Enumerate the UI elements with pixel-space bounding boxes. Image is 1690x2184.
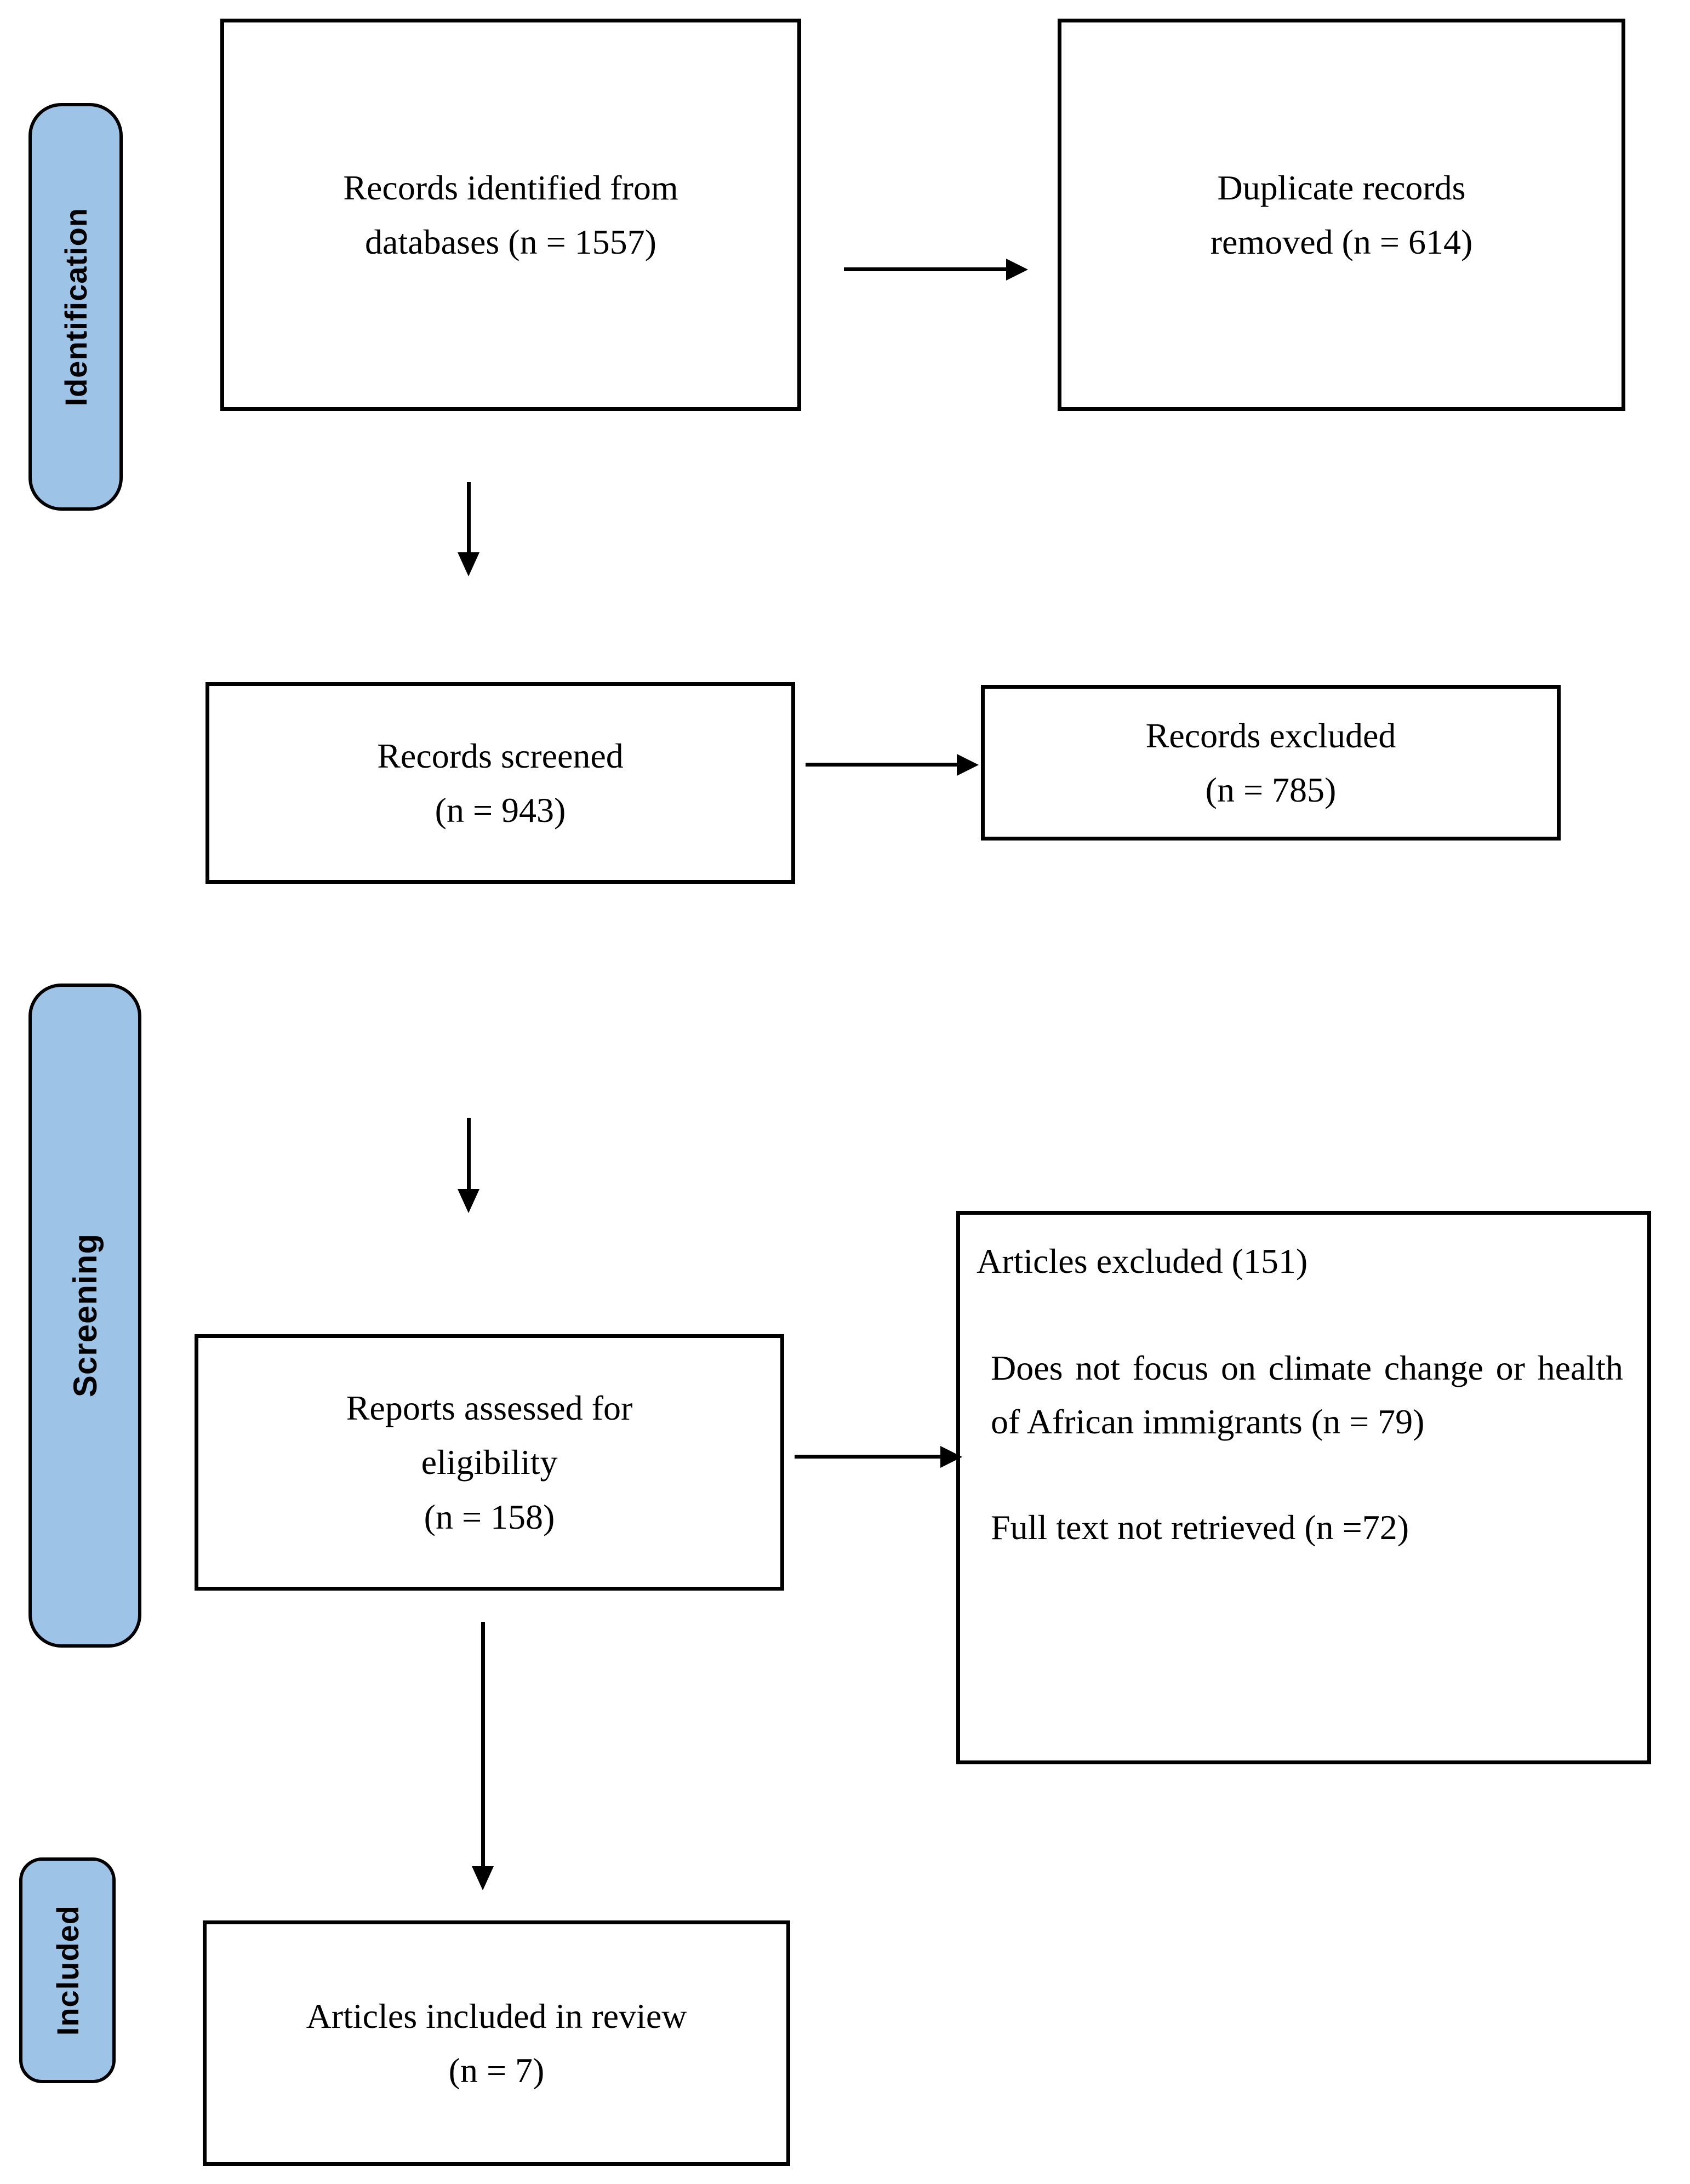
- box-records-identified: Records identified from databases (n = 1…: [220, 19, 801, 411]
- stage-tab-included-label: Included: [50, 1905, 85, 2036]
- arrow-shaft: [844, 267, 1008, 271]
- box-reports-assessed-line-3: (n = 158): [424, 1497, 555, 1536]
- arrow-shaft: [806, 763, 959, 767]
- arrow-head-down-icon: [458, 552, 479, 576]
- box-articles-excluded: Articles excluded (151) Does not focus o…: [956, 1211, 1651, 1764]
- arrow-head-right-icon: [957, 754, 979, 776]
- arrow-head-right-icon: [940, 1446, 962, 1468]
- stage-tab-screening-label: Screening: [66, 1233, 104, 1398]
- stage-tab-included: Included: [19, 1857, 116, 2083]
- arrow-shaft: [467, 482, 471, 554]
- arrow-head-right-icon: [1006, 259, 1028, 281]
- box-articles-excluded-reason-2: Full text not retrieved (n =72): [991, 1507, 1409, 1547]
- box-duplicate-records-removed-line-2: removed (n = 614): [1210, 222, 1473, 261]
- box-articles-excluded-reason-1: Does not focus on climate change or heal…: [991, 1348, 1623, 1441]
- box-articles-included-in-review: Articles included in review (n = 7): [203, 1920, 790, 2166]
- stage-tab-screening: Screening: [28, 984, 141, 1648]
- box-records-screened-line-2: (n = 943): [435, 791, 566, 830]
- arrow-head-down-icon: [472, 1866, 494, 1890]
- box-duplicate-records-removed-line-1: Duplicate records: [1217, 168, 1466, 207]
- box-records-identified-line-2: databases (n = 1557): [365, 222, 656, 261]
- box-duplicate-records-removed: Duplicate records removed (n = 614): [1058, 19, 1625, 411]
- stage-tab-identification-label: Identification: [58, 207, 93, 407]
- arrow-head-down-icon: [458, 1189, 479, 1213]
- arrow-shaft: [481, 1622, 485, 1868]
- box-records-screened-line-1: Records screened: [377, 736, 624, 775]
- box-reports-assessed-for-eligibility: Reports assessed for eligibility (n = 15…: [195, 1334, 784, 1591]
- box-reports-assessed-line-2: eligibility: [421, 1443, 558, 1482]
- box-records-identified-line-1: Records identified from: [343, 168, 678, 207]
- arrow-shaft: [795, 1455, 943, 1459]
- box-reports-assessed-line-1: Reports assessed for: [346, 1388, 633, 1428]
- box-articles-included-line-2: (n = 7): [448, 2051, 545, 2090]
- box-records-excluded-line-1: Records excluded: [1145, 716, 1396, 755]
- box-records-screened: Records screened (n = 943): [205, 682, 795, 884]
- arrow-shaft: [467, 1118, 471, 1191]
- stage-tab-identification: Identification: [28, 103, 123, 511]
- box-records-excluded-line-2: (n = 785): [1205, 770, 1337, 809]
- box-articles-excluded-heading: Articles excluded (151): [977, 1242, 1308, 1280]
- box-records-excluded: Records excluded (n = 785): [981, 685, 1561, 841]
- box-articles-included-line-1: Articles included in review: [306, 1996, 687, 2036]
